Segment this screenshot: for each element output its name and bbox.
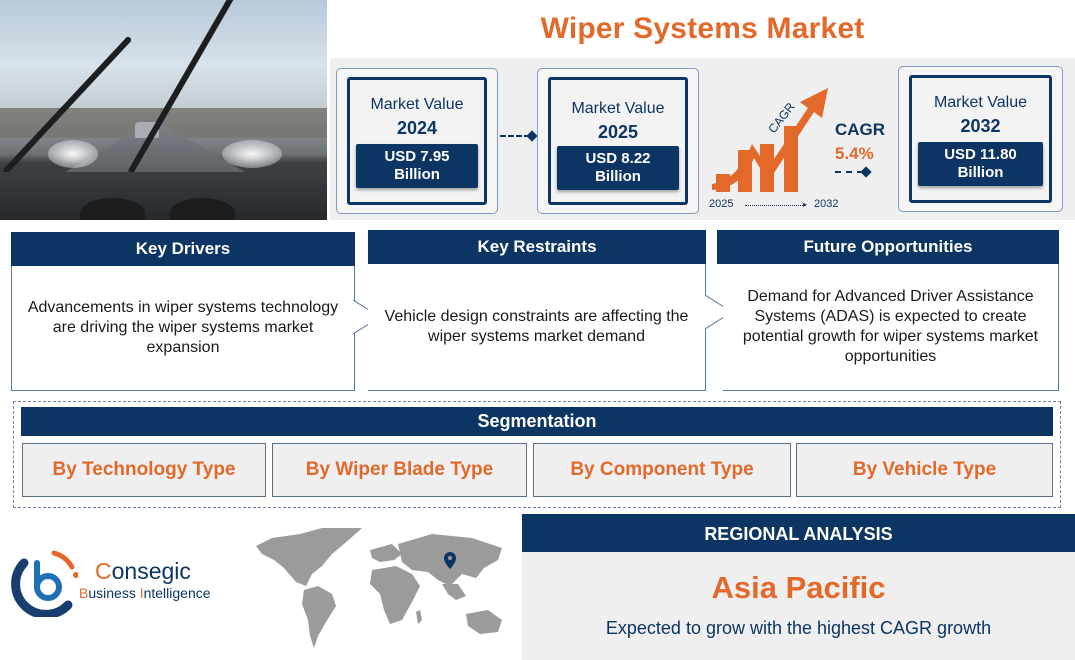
logo-name-rest: onsegic [111,558,191,584]
future-opportunities-text: Demand for Advanced Driver Assistance Sy… [723,264,1059,391]
regional-analysis-title: REGIONAL ANALYSIS [522,514,1075,552]
market-value-amount-line1: USD 11.80 [944,146,1017,163]
logo-tag-i: I [139,585,144,601]
cagr-growth-chart-icon: CAGR [712,88,828,192]
consegic-logo-icon [11,550,78,617]
market-value-amount-line1: USD 8.22 [585,150,651,167]
cagr-title: CAGR [835,120,886,139]
logo-tag-ntelligence: ntelligence [143,585,211,601]
segment-technology-type: By Technology Type [22,443,266,497]
segment-component-type: By Component Type [533,443,791,497]
key-drivers-title: Key Drivers [11,232,355,266]
regional-description: Expected to grow with the highest CAGR g… [605,618,992,638]
key-restraints-text: Vehicle design constraints are affecting… [368,264,706,391]
hero-vent [170,198,235,220]
market-value-amount: USD 7.95 Billion [356,144,478,188]
hero-dashboard [0,172,327,220]
cagr-start-year: 2025 [709,198,734,210]
market-value-label: Market Value [370,96,464,113]
location-pin-icon [444,552,456,569]
hero-windshield-image [0,0,327,220]
key-drivers-text: Advancements in wiper systems technology… [11,266,355,391]
segment-vehicle-type: By Vehicle Type [796,443,1053,497]
key-restraints-panel: Key Restraints Vehicle design constraint… [368,230,706,391]
market-value-amount-line2: Billion [957,164,1004,181]
hero-water-splash [222,140,282,168]
regional-leading-region: Asia Pacific [711,570,886,605]
logo-tag-b: B [79,585,89,601]
key-drivers-panel: Key Drivers Advancements in wiper system… [11,232,355,391]
dashed-connector [835,171,863,173]
year-range-arrow [745,205,803,206]
logo-company-name: Consegic [95,558,191,585]
market-value-amount-line2: Billion [595,168,641,185]
page-title: Wiper Systems Market [540,12,865,45]
future-opportunities-panel: Future Opportunities Demand for Advanced… [717,230,1059,391]
segment-wiper-blade-type: By Wiper Blade Type [272,443,527,497]
cagr-value: 5.4% [835,144,874,163]
hero-water-splash [48,140,98,168]
market-value-amount-line1: USD 7.95 [384,148,450,165]
market-value-card-2032: Market Value 2032 USD 11.80 Billion [898,66,1063,212]
market-value-card-2024: Market Value 2024 USD 7.95 Billion [336,68,498,214]
segmentation-section [13,401,1061,508]
market-value-card-2025: Market Value 2025 USD 8.22 Billion [537,68,699,214]
future-opportunities-title: Future Opportunities [717,230,1059,264]
market-value-year: 2024 [396,118,438,138]
hero-vent [80,198,145,220]
world-map-icon [256,528,502,648]
arrow-head-icon: ▸ [803,200,808,209]
logo-initial: C [95,558,112,584]
logo-tagline: Business Intelligence [79,585,211,601]
dashed-connector [500,135,530,137]
market-value-year: 2032 [960,116,1001,136]
market-value-label: Market Value [933,94,1028,111]
segmentation-title: Segmentation [21,407,1053,436]
market-value-amount-line2: Billion [394,166,440,183]
logo-tag-usiness: usiness [88,585,140,601]
market-value-label: Market Value [571,100,665,117]
market-value-amount: USD 11.80 Billion [918,142,1043,186]
market-value-year: 2025 [597,122,639,142]
regional-analysis-panel [522,552,1075,660]
market-value-amount: USD 8.22 Billion [557,146,679,190]
cagr-end-year: 2032 [814,198,839,210]
key-restraints-title: Key Restraints [368,230,706,264]
